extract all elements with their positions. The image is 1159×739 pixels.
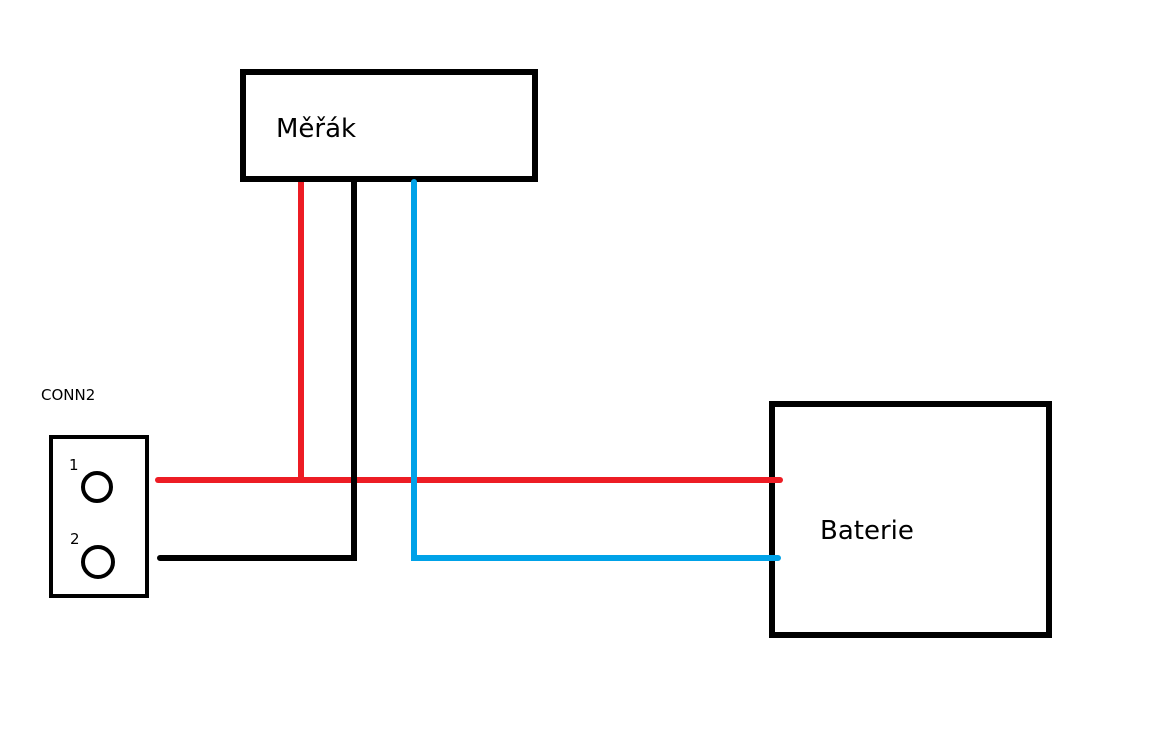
connector-label: CONN2 bbox=[41, 386, 95, 404]
connector-pin-2-number: 2 bbox=[70, 530, 80, 548]
battery-box bbox=[769, 401, 1052, 638]
meter-label: Měřák bbox=[276, 114, 356, 144]
wire-black bbox=[157, 179, 357, 561]
connector-body bbox=[49, 435, 149, 598]
connector-pin-1-number: 1 bbox=[69, 456, 79, 474]
meter-box bbox=[240, 69, 538, 182]
wire-blue bbox=[411, 179, 781, 561]
battery-label: Baterie bbox=[820, 516, 914, 546]
connector-pin-1 bbox=[81, 471, 113, 503]
connector-pin-2 bbox=[81, 545, 115, 579]
